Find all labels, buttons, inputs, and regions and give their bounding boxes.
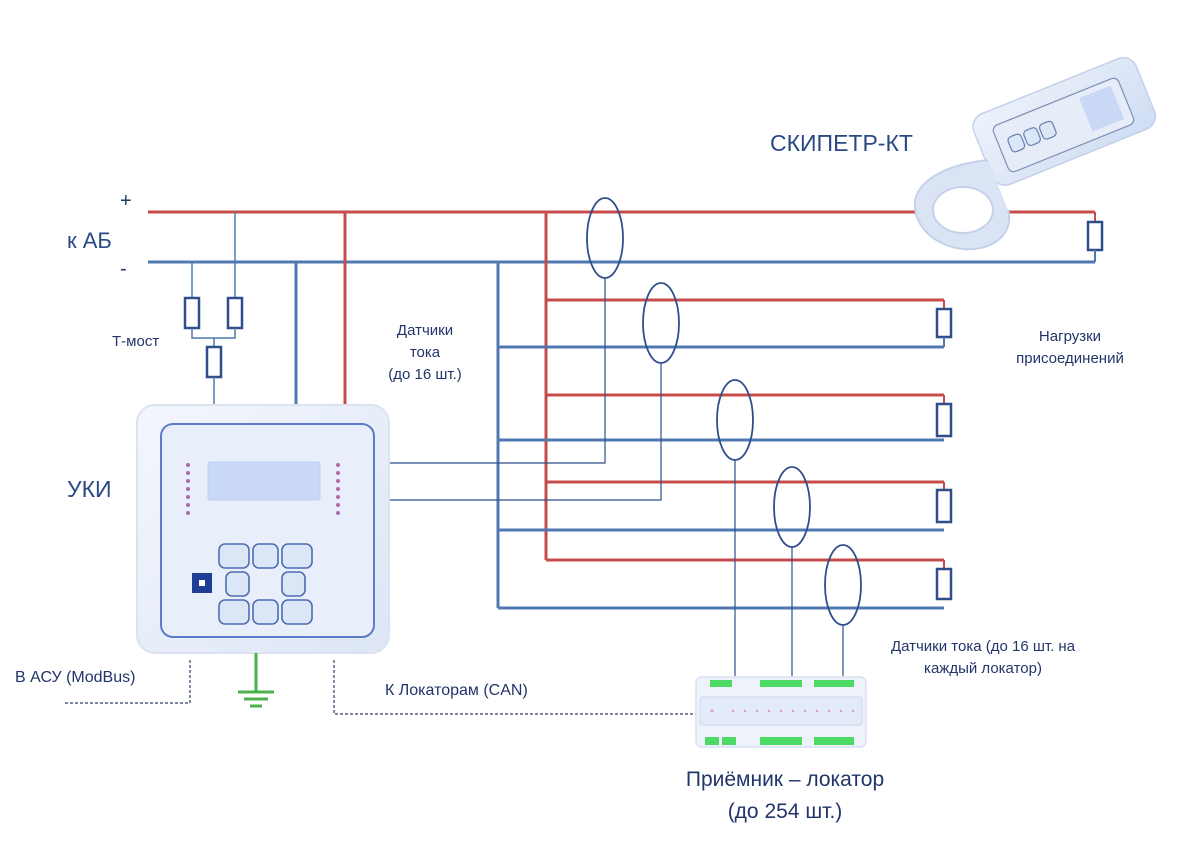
current-transformer-icon [586,197,624,279]
load-resistor-2 [935,402,953,438]
load-resistor-1 [935,307,953,339]
receiver-locator [695,676,867,748]
receiver-label: Приёмник – локатор (до 254 шт.) [685,768,885,823]
resistor-icon [183,296,201,330]
t-bridge-label: Т-мост [112,333,160,350]
current-transformer-icon [824,544,862,626]
load-resistor-4 [935,567,953,601]
keypad-button [252,599,279,625]
can-link-label: К Локаторам (CAN) [385,682,528,699]
asu-link [65,660,191,704]
feeders [498,298,953,610]
keypad-button [225,571,250,597]
keypad-button [218,543,250,569]
battery-label: к АБ [67,228,112,253]
feeder-risers [496,212,548,608]
uki-current-sensors [385,197,680,501]
resistor-icon [226,296,244,330]
ground-symbol-icon [238,653,274,708]
locator-current-sensors [716,379,862,676]
current-sensors-label: Датчики тока (до 16 шт.) [388,322,462,383]
uki-label: УКИ [67,476,112,502]
clamp-device-label: СКИПЕТР-КТ [770,130,913,156]
load-resistor-3 [935,488,953,524]
plus-sign: + [120,190,132,212]
current-transformer-icon [773,466,811,548]
t-bridge [183,212,244,408]
keypad-button [281,599,313,625]
keypad-button [281,543,313,569]
current-transformer-icon [716,379,754,461]
loads-label: Нагрузки присоединений [1016,328,1124,367]
keypad-button [218,599,250,625]
can-link [333,660,700,715]
asu-label: В АСУ (ModBus) [15,669,136,686]
minus-sign: - [120,258,127,280]
locator-sensors-label: Датчики тока (до 16 шт. на каждый локато… [890,638,1076,677]
clamp-meter-icon [913,56,1157,251]
bus-end-resistor [1086,212,1104,262]
current-transformer-icon [642,282,680,364]
uki-device [136,404,390,654]
keypad-button [252,543,279,569]
resistor-icon [205,345,223,379]
keypad-button [281,571,306,597]
